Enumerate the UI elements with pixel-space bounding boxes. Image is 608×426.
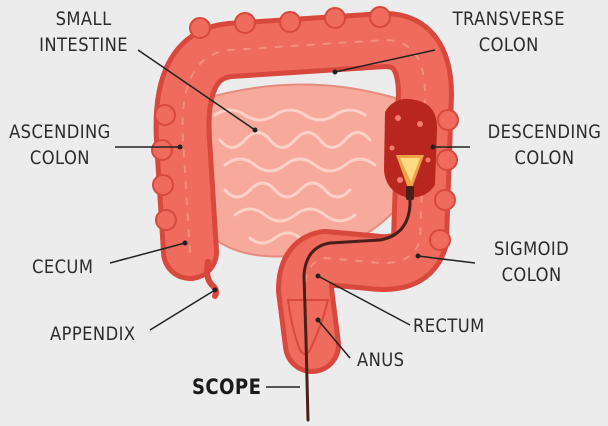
- label-sigmoid-colon: SIGMOID COLON: [480, 236, 583, 288]
- label-appendix: APPENDIX: [50, 321, 135, 347]
- label-small-intestine: SMALL INTESTINE: [32, 6, 135, 58]
- label-scope: SCOPE: [192, 374, 261, 400]
- label-anus: ANUS: [357, 347, 404, 373]
- scope-tip: [406, 186, 414, 200]
- label-rectum: RECTUM: [413, 313, 485, 339]
- label-transverse-colon: TRANSVERSE COLON: [440, 6, 578, 58]
- label-descending-colon: DESCENDING COLON: [480, 119, 608, 171]
- label-cecum: CECUM: [32, 254, 93, 280]
- label-ascending-colon: ASCENDING COLON: [4, 119, 116, 171]
